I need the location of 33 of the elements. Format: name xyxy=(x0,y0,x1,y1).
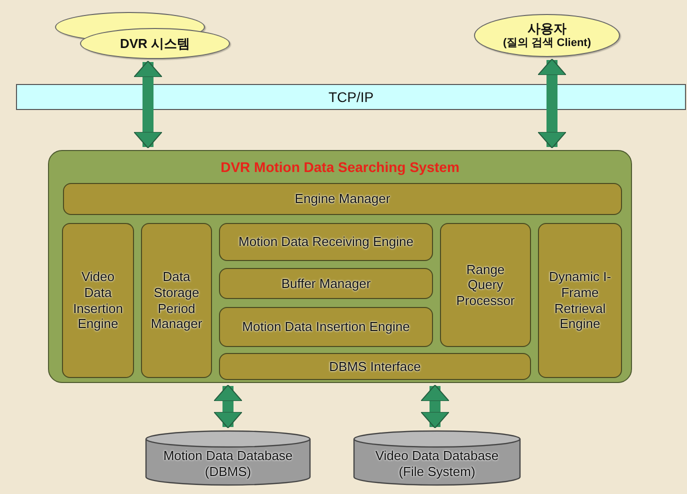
node-label: Range Query Processor xyxy=(455,262,516,308)
module-box xyxy=(62,223,134,378)
double-arrow xyxy=(420,384,450,428)
node-label: 사용자 xyxy=(528,21,566,37)
node-label: Video Data Database (File System) xyxy=(374,448,500,480)
module-box xyxy=(141,223,212,378)
module-box xyxy=(219,353,531,380)
node-label: (질의 검색 Client) xyxy=(503,36,591,50)
double-arrow xyxy=(214,384,242,428)
node-label: Motion Data Receiving Engine xyxy=(238,234,414,250)
double-arrow xyxy=(538,58,566,84)
double-arrow xyxy=(134,60,162,84)
network-bar xyxy=(16,84,686,110)
module-box xyxy=(440,223,531,347)
module-box xyxy=(63,183,622,215)
node-label: DBMS Interface xyxy=(329,358,421,374)
system-container xyxy=(48,150,632,383)
module-box xyxy=(538,223,622,378)
module-box xyxy=(219,223,433,261)
node-label: Data Storage Period Manager xyxy=(150,269,203,332)
node-label: Motion Data Insertion Engine xyxy=(242,319,410,335)
module-box xyxy=(219,307,433,347)
node-label: TCP/IP xyxy=(328,88,374,106)
node-label: Dynamic I-Frame Retrieval Engine xyxy=(548,269,612,332)
system-title: DVR Motion Data Searching System xyxy=(220,159,460,176)
node-label: DVR 시스템 xyxy=(120,36,190,52)
node-label: Motion Data Database (DBMS) xyxy=(162,448,294,480)
database-cylinder xyxy=(145,430,311,486)
node-label: Buffer Manager xyxy=(281,276,371,292)
node-label: Engine Manager xyxy=(294,191,390,207)
database-cylinder xyxy=(353,430,521,486)
module-box xyxy=(219,268,433,299)
node-label: Video Data Insertion Engine xyxy=(72,269,124,332)
